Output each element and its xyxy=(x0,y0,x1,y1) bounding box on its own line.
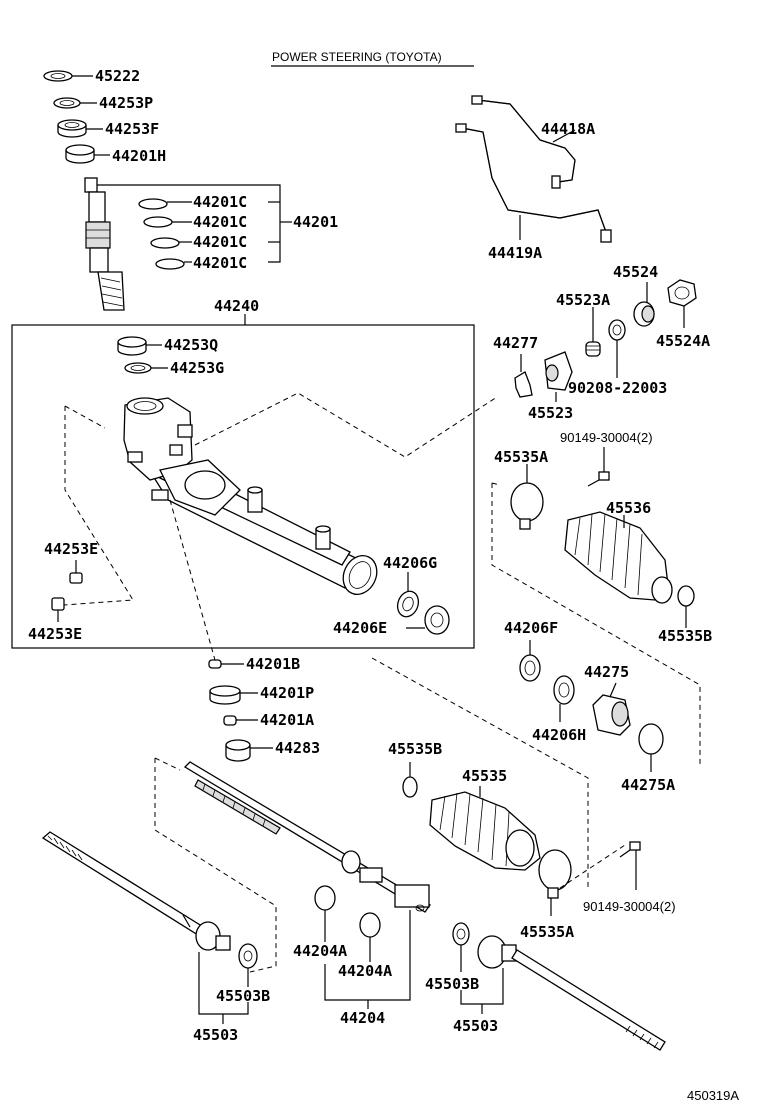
seal-45222 xyxy=(43,70,73,82)
nut-44253E-1 xyxy=(69,572,83,584)
seal-44253P xyxy=(53,97,81,109)
bushing-44206H xyxy=(553,675,575,705)
nut-44253E-2 xyxy=(51,597,65,611)
plug-45524 xyxy=(633,301,655,327)
label-90149-30004-2: 90149-30004(2) xyxy=(583,899,676,914)
label-44206F: 44206F xyxy=(504,619,558,637)
label-44204A-1: 44204A xyxy=(293,942,347,960)
label-44201C-4: 44201C xyxy=(193,254,247,272)
label-45503-2: 45503 xyxy=(453,1017,498,1035)
label-45535A-2: 45535A xyxy=(520,923,574,941)
label-45523: 45523 xyxy=(528,404,573,422)
washer-45503B-1 xyxy=(238,943,258,969)
label-44201: 44201 xyxy=(293,213,338,231)
seal-44206G xyxy=(396,590,420,618)
seal-44204A-2 xyxy=(359,912,381,938)
clamp-45535A-2 xyxy=(538,849,572,899)
bolt-90149-1 xyxy=(587,471,610,487)
spring-45523A xyxy=(585,341,601,357)
label-44201C-1: 44201C xyxy=(193,193,247,211)
label-45523A: 45523A xyxy=(556,291,610,309)
label-45536: 45536 xyxy=(606,499,651,517)
label-44253Q: 44253Q xyxy=(164,336,218,354)
label-45535B-1: 45535B xyxy=(658,627,712,645)
tube-44419A xyxy=(455,123,612,243)
label-44275A: 44275A xyxy=(621,776,675,794)
diagram-title: POWER STEERING (TOYOTA) xyxy=(272,50,442,64)
label-44201P: 44201P xyxy=(260,684,314,702)
seal-44201A xyxy=(223,715,237,726)
label-44204A-2: 44204A xyxy=(338,962,392,980)
label-45503-1: 45503 xyxy=(193,1026,238,1044)
label-44253E-2: 44253E xyxy=(28,625,82,643)
assembly-box-44240 xyxy=(11,324,475,649)
clamp-45535A-1 xyxy=(510,482,544,530)
bushing-44275 xyxy=(592,694,631,736)
label-44206H: 44206H xyxy=(532,726,586,744)
diagram-code: 450319A xyxy=(687,1088,739,1103)
label-44201H: 44201H xyxy=(112,147,166,165)
label-44253F: 44253F xyxy=(105,120,159,138)
label-45524: 45524 xyxy=(613,263,658,281)
label-44277: 44277 xyxy=(493,334,538,352)
seal-44201C-3 xyxy=(150,237,180,249)
label-45503B-1: 45503B xyxy=(216,987,270,1005)
label-45535A-1: 45535A xyxy=(494,448,548,466)
label-45535: 45535 xyxy=(462,767,507,785)
label-44204: 44204 xyxy=(340,1009,385,1027)
bolt-90149-2 xyxy=(619,841,641,858)
seal-44253G xyxy=(124,362,152,374)
label-44418A: 44418A xyxy=(541,120,595,138)
label-44283: 44283 xyxy=(275,739,320,757)
label-44201A: 44201A xyxy=(260,711,314,729)
label-90149-30004-1: 90149-30004(2) xyxy=(560,430,653,445)
label-44206E: 44206E xyxy=(333,619,387,637)
seal-44201P xyxy=(209,685,241,705)
label-90208-22003: 90208-22003 xyxy=(568,379,667,397)
clip-44277 xyxy=(514,371,533,398)
label-45222: 45222 xyxy=(95,67,140,85)
clamp-45535B-1 xyxy=(677,585,695,607)
bearing-44253F xyxy=(57,119,87,138)
tie-rod-left xyxy=(41,831,231,951)
tie-rod-right xyxy=(477,935,666,1051)
seal-44204A-1 xyxy=(314,885,336,911)
nut-45524A xyxy=(667,279,697,307)
label-44253G: 44253G xyxy=(170,359,224,377)
label-44201C-3: 44201C xyxy=(193,233,247,251)
rack-bar xyxy=(183,761,431,913)
label-44201B: 44201B xyxy=(246,655,300,673)
label-45535B-2: 45535B xyxy=(388,740,442,758)
clamp-45535B-2 xyxy=(402,776,418,798)
steering-gear-housing xyxy=(123,397,378,595)
seal-44201B xyxy=(208,659,222,669)
tube-44418A xyxy=(471,95,576,189)
seal-44206F xyxy=(519,654,541,682)
label-44240: 44240 xyxy=(214,297,259,315)
boot-45536 xyxy=(564,511,673,604)
seal-44201C-1 xyxy=(138,198,168,210)
cap-44283 xyxy=(225,739,251,762)
label-44275: 44275 xyxy=(584,663,629,681)
bushing-44206E xyxy=(424,605,450,635)
seal-44253Q xyxy=(117,336,147,356)
label-45503B-2: 45503B xyxy=(425,975,479,993)
label-44419A: 44419A xyxy=(488,244,542,262)
label-44253P: 44253P xyxy=(99,94,153,112)
guide-45523 xyxy=(544,351,573,391)
seal-44201H xyxy=(65,144,95,164)
washer-90208 xyxy=(608,319,626,341)
snap-ring-44275A xyxy=(638,723,664,755)
pinion-shaft xyxy=(84,177,125,311)
label-44206G: 44206G xyxy=(383,554,437,572)
label-44253E-1: 44253E xyxy=(44,540,98,558)
label-44201C-2: 44201C xyxy=(193,213,247,231)
seal-44201C-4 xyxy=(155,258,185,270)
seal-44201C-2 xyxy=(143,216,173,228)
washer-45503B-2 xyxy=(452,922,470,946)
boot-45535 xyxy=(429,791,541,871)
label-45524A: 45524A xyxy=(656,332,710,350)
